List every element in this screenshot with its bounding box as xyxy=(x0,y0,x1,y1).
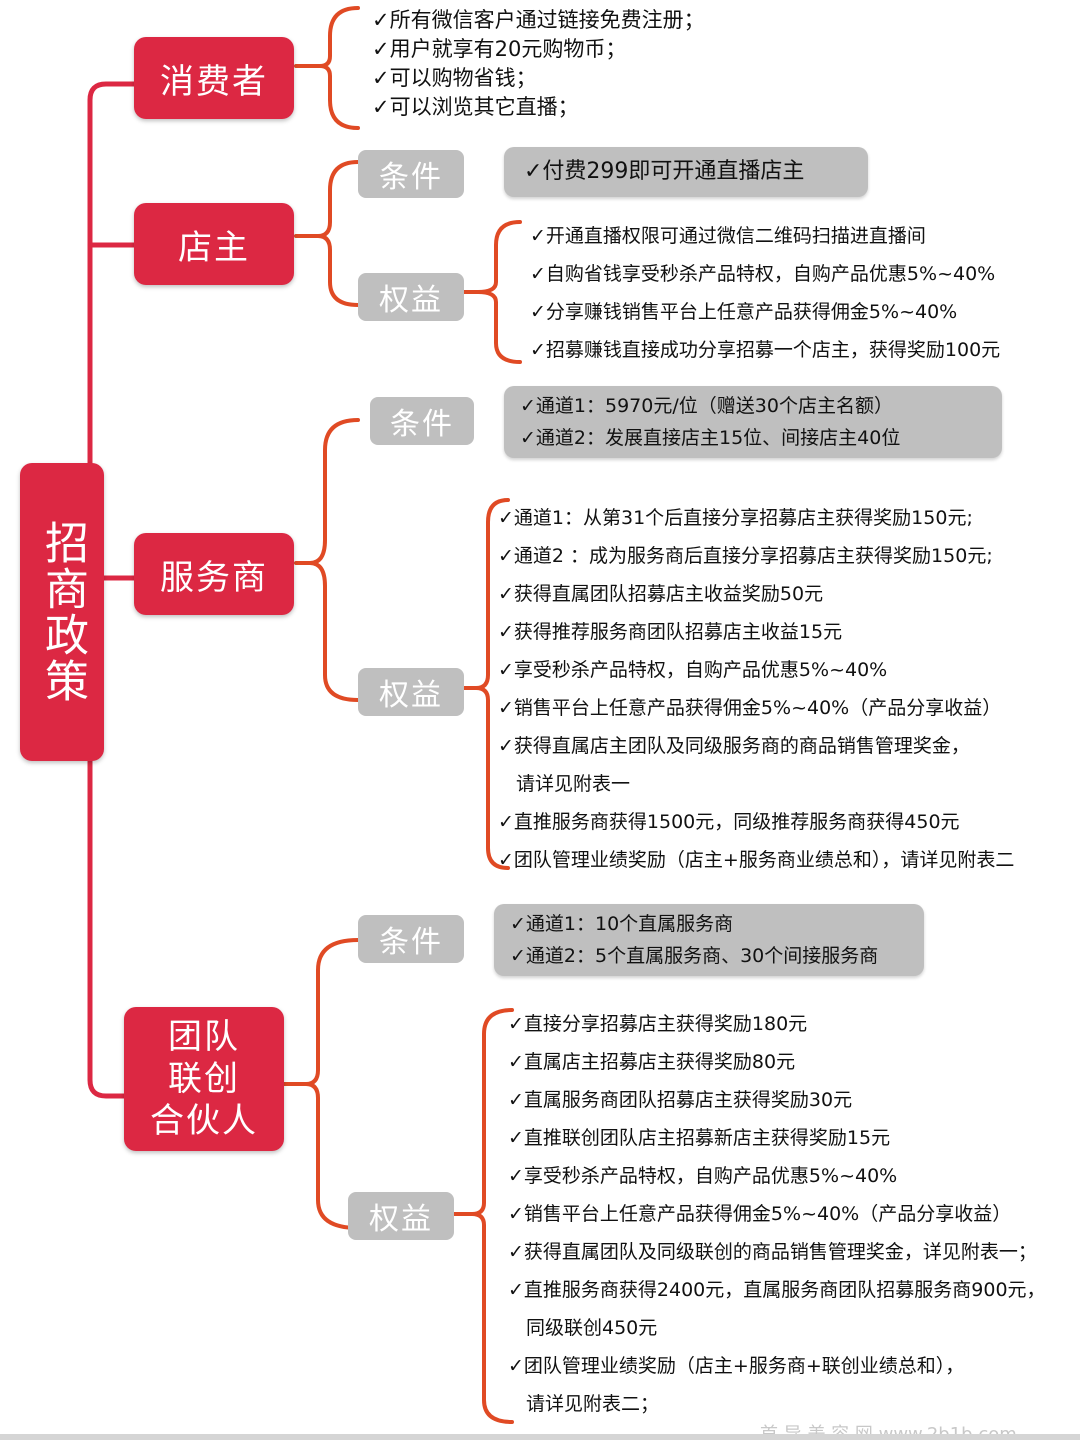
list-item: ✓可以购物省钱； xyxy=(372,66,537,90)
partner-benefit-label: 权益 xyxy=(369,1202,433,1237)
provider-bracket xyxy=(294,418,360,702)
list-item: ✓分享赚钱销售平台上任意产品获得佣金5%~40% xyxy=(530,301,958,323)
list-item: ✓销售平台上任意产品获得佣金5%~40%（产品分享收益） xyxy=(498,697,1002,719)
consumer-bracket xyxy=(294,6,360,130)
list-item: ✓直推服务商获得2400元，直属服务商团队招募服务商900元， xyxy=(508,1279,1046,1301)
owner-bracket xyxy=(294,160,360,307)
list-item: ✓直推联创团队店主招募新店主获得奖励15元 xyxy=(508,1127,891,1149)
list-item: ✓可以浏览其它直播； xyxy=(372,95,579,119)
list-item: ✓团队管理业绩奖励（店主+服务商业绩总和），请详见附表二 xyxy=(498,849,1015,871)
owner-node: 店主 xyxy=(134,203,294,285)
provider-benefit-tag: 权益 xyxy=(358,668,464,716)
list-item: ✓所有微信客户通过链接免费注册； xyxy=(372,8,705,32)
list-item: ✓通道2：5个直属服务商、30个间接服务商 xyxy=(510,945,879,967)
list-item: ✓用户就享有20元购物币； xyxy=(372,37,627,61)
root-node: 招商政策 xyxy=(20,463,104,761)
owner-condition-tag: 条件 xyxy=(358,150,464,198)
provider-condition-tag: 条件 xyxy=(370,397,474,445)
partner-benefit-list: ✓直接分享招募店主获得奖励180元 ✓直属店主招募店主获得奖励80元 ✓直属服务… xyxy=(508,1005,1080,1423)
list-item: ✓直接分享招募店主获得奖励180元 xyxy=(508,1013,808,1035)
list-item: ✓获得直属店主团队及同级服务商的商品销售管理奖金， xyxy=(498,735,970,757)
partner-benefit-bracket xyxy=(452,1008,514,1424)
consumer-node: 消费者 xyxy=(134,37,294,119)
consumer-benefit-list: ✓所有微信客户通过链接免费注册； ✓用户就享有20元购物币； ✓可以购物省钱； … xyxy=(372,6,772,122)
list-item: ✓团队管理业绩奖励（店主+服务商+联创业绩总和）， xyxy=(508,1355,965,1377)
list-item: 请详见附表二； xyxy=(526,1393,660,1415)
list-item: ✓通道2 ：成为服务商后直接分享招募店主获得奖励150元; xyxy=(498,545,993,567)
list-item: ✓自购省钱享受秒杀产品特权，自购产品优惠5%~40% xyxy=(530,263,996,285)
list-item: 请详见附表一 xyxy=(516,773,631,795)
partner-label-line: 团队 xyxy=(168,1017,240,1057)
trunk-connectors xyxy=(87,81,137,1099)
owner-benefit-list: ✓开通直播权限可通过微信二维码扫描进直播间 ✓自购省钱享受秒杀产品特权，自购产品… xyxy=(530,217,1075,369)
list-item: ✓通道1：10个直属服务商 xyxy=(510,913,734,935)
trunk-to-consumer xyxy=(87,81,137,466)
provider-benefit-label: 权益 xyxy=(379,678,443,713)
root-label: 招商政策 xyxy=(37,520,88,704)
list-item: 同级联创450元 xyxy=(526,1317,658,1339)
owner-condition-box: ✓付费299即可开通直播店主 xyxy=(504,147,868,197)
provider-condition-box: ✓通道1：5970元/位（赠送30个店主名额） ✓通道2：发展直接店主15位、间… xyxy=(504,386,1002,458)
list-item: ✓享受秒杀产品特权，自购产品优惠5%~40% xyxy=(508,1165,898,1187)
partner-label-line: 联创 xyxy=(168,1059,240,1099)
list-item: ✓销售平台上任意产品获得佣金5%~40%（产品分享收益） xyxy=(508,1203,1012,1225)
provider-label: 服务商 xyxy=(160,557,268,598)
partner-label-line: 合伙人 xyxy=(150,1101,258,1141)
partner-condition-tag: 条件 xyxy=(358,915,464,963)
list-item: ✓直属服务商团队招募店主获得奖励30元 xyxy=(508,1089,853,1111)
list-item: ✓获得推荐服务商团队招募店主收益15元 xyxy=(498,621,843,643)
owner-benefit-bracket xyxy=(462,220,522,364)
owner-benefit-tag: 权益 xyxy=(358,273,464,321)
list-item: ✓获得直属团队招募店主收益奖励50元 xyxy=(498,583,824,605)
list-item: ✓付费299即可开通直播店主 xyxy=(524,159,805,184)
owner-label: 店主 xyxy=(178,227,250,268)
provider-benefit-list: ✓通道1：从第31个后直接分享招募店主获得奖励150元; ✓通道2 ：成为服务商… xyxy=(498,499,1078,879)
list-item: ✓直属店主招募店主获得奖励80元 xyxy=(508,1051,796,1073)
provider-condition-label: 条件 xyxy=(390,407,454,442)
bottom-bar xyxy=(0,1434,1080,1440)
owner-condition-label: 条件 xyxy=(379,160,443,195)
consumer-label: 消费者 xyxy=(160,61,268,102)
list-item: ✓通道2：发展直接店主15位、间接店主40位 xyxy=(520,427,901,449)
list-item: ✓招募赚钱直接成功分享招募一个店主，获得奖励100元 xyxy=(530,339,1001,361)
list-item: ✓通道1：从第31个后直接分享招募店主获得奖励150元; xyxy=(498,507,973,529)
trunk-to-partner xyxy=(87,758,127,1099)
partner-condition-label: 条件 xyxy=(379,925,443,960)
list-item: ✓享受秒杀产品特权，自购产品优惠5%~40% xyxy=(498,659,888,681)
provider-benefit-bracket xyxy=(462,498,510,870)
partner-bracket xyxy=(282,938,360,1230)
list-item: ✓直推服务商获得1500元，同级推荐服务商获得450元 xyxy=(498,811,960,833)
partner-node: 团队 联创 合伙人 xyxy=(124,1007,284,1151)
list-item: ✓开通直播权限可通过微信二维码扫描进直播间 xyxy=(530,225,926,247)
partner-benefit-tag: 权益 xyxy=(348,1192,454,1240)
bracket-connectors xyxy=(282,6,522,1424)
list-item: ✓获得直属团队及同级联创的商品销售管理奖金，详见附表一； xyxy=(508,1241,1037,1263)
partner-condition-box: ✓通道1：10个直属服务商 ✓通道2：5个直属服务商、30个间接服务商 xyxy=(494,904,924,976)
provider-node: 服务商 xyxy=(134,533,294,615)
list-item: ✓通道1：5970元/位（赠送30个店主名额） xyxy=(520,395,893,417)
owner-benefit-label: 权益 xyxy=(379,283,443,318)
